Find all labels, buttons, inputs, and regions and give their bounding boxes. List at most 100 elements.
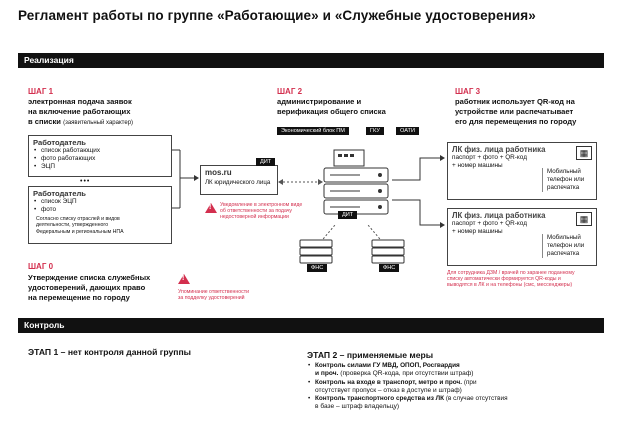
page-title: Регламент работы по группе «Работающие» … bbox=[18, 8, 536, 23]
step1-label: ШАГ 1 bbox=[28, 87, 54, 96]
lk-side-note: Мобильный телефон или распечатка bbox=[542, 168, 596, 192]
dzm-note: Для сотрудника ДЗМ / врачей по заранее п… bbox=[447, 270, 607, 289]
section-bar-realization: Реализация bbox=[18, 53, 604, 68]
employer-item: фото работающих bbox=[33, 155, 167, 163]
qr-code-icon: ▦ bbox=[576, 212, 592, 226]
step0-line: Утверждение списка служебных bbox=[28, 273, 151, 282]
arrow-head bbox=[440, 222, 445, 228]
measure-text: (в случае отсутствия bbox=[445, 395, 508, 403]
lk-side-line: телефон или bbox=[547, 176, 585, 183]
tag-oati: ОАТИ bbox=[396, 127, 419, 135]
employer-title: Работодатель bbox=[33, 138, 86, 147]
step2-description: администрирование и верификация общего с… bbox=[277, 97, 427, 117]
step2-line: администрирование и bbox=[277, 97, 362, 106]
lk-line: + номер машины bbox=[452, 162, 503, 169]
step3-label: ШАГ 3 bbox=[455, 87, 481, 96]
step0-line: удостоверений, дающих право bbox=[28, 283, 146, 292]
step1-line-small: (заявительный характер) bbox=[63, 120, 134, 126]
measure-continuation: и проч. (проверка QR-кода, при отсутстви… bbox=[307, 370, 607, 379]
arrow-head bbox=[194, 175, 199, 181]
lk-side-line: Мобильный bbox=[547, 234, 581, 241]
tag-economic-block: Экономический блок ПМ bbox=[277, 127, 349, 135]
section-label: Реализация bbox=[24, 55, 74, 65]
warning-note-2: Упоминание ответственности за подделку у… bbox=[178, 289, 288, 301]
measure-bold: Контроль силами ГУ МВД, ОПОП, Росгвардия bbox=[315, 362, 460, 369]
fns-server-icon bbox=[299, 239, 333, 264]
tag-gku: ГКУ bbox=[366, 127, 384, 135]
lk-line: + номер машины bbox=[452, 228, 503, 235]
lk-box-1: ЛК физ. лица работника паспорт + фото + … bbox=[447, 142, 597, 200]
etap2-title: ЭТАП 2 – применяемые меры bbox=[307, 350, 434, 360]
dzm-note-line: Для сотрудника ДЗМ / врачей по заранее п… bbox=[447, 270, 575, 276]
measure-bold: и проч. bbox=[315, 370, 339, 377]
measure-bold: Контроль транспортного средства из ЛК bbox=[315, 395, 445, 403]
measure-text: (при bbox=[463, 378, 477, 386]
lk-side-line: распечатка bbox=[547, 184, 580, 191]
mos-ru-subtitle: ЛК юридического лица bbox=[205, 179, 271, 186]
employer-title: Работодатель bbox=[33, 189, 86, 198]
step1-line: электронная подача заявок bbox=[28, 97, 132, 106]
employer-item: фото bbox=[33, 206, 167, 214]
step0-label: ШАГ 0 bbox=[28, 262, 54, 271]
lk-box-2: ЛК физ. лица работника паспорт + фото + … bbox=[447, 208, 597, 266]
fns-tag: ФНС bbox=[307, 264, 328, 272]
step3-line: его для перемещения по городу bbox=[455, 117, 577, 126]
step2-line: верификация общего списка bbox=[277, 107, 386, 116]
employer-box-2: Работодатель список ЭЦП фото Согласно сп… bbox=[28, 186, 172, 244]
measure-text: (проверка QR-кода, при отсутствии штраф) bbox=[340, 370, 474, 377]
dit-tag: ДИТ bbox=[338, 211, 358, 219]
connector-arrow bbox=[392, 157, 440, 181]
lk-side-line: Мобильный bbox=[547, 168, 581, 175]
step1-line-bold: в списки bbox=[28, 117, 61, 126]
employer-note: Согласно списку отраслей и видов деятель… bbox=[33, 216, 167, 235]
qr-code-icon: ▦ bbox=[576, 146, 592, 160]
step3-description: работник использует QR-код на устройстве… bbox=[455, 97, 615, 127]
employer-item: ЭЦП bbox=[33, 163, 167, 171]
lk-line: паспорт + фото + QR-код bbox=[452, 220, 527, 227]
section-label: Контроль bbox=[24, 320, 65, 330]
warning-line: Упоминание ответственности bbox=[178, 289, 249, 295]
step1-line: на включение работающих bbox=[28, 107, 131, 116]
arrow-head bbox=[318, 179, 323, 185]
server-icon bbox=[323, 149, 389, 215]
fns-tag: ФНС bbox=[379, 264, 400, 272]
warning-note-1: Уведомление в электронном виде об ответс… bbox=[220, 202, 330, 221]
lk-title: ЛК физ. лица работника bbox=[452, 145, 546, 154]
warning-icon: ! bbox=[205, 203, 217, 213]
fns-server-icon bbox=[371, 239, 405, 264]
measure-continuation: отсутствует пропуск – отказ в доступе и … bbox=[315, 386, 462, 394]
employer-item: список ЭЦП bbox=[33, 198, 167, 206]
step1-line: в списки (заявительный характер) bbox=[28, 117, 228, 128]
measure-bold: Контроль на входе в транспорт, метро и п… bbox=[315, 378, 463, 386]
section-bar-control: Контроль bbox=[18, 318, 604, 333]
step3-line: работник использует QR-код на bbox=[455, 97, 575, 106]
step0-line: на перемещение по городу bbox=[28, 293, 130, 302]
lk-line: паспорт + фото + QR-код bbox=[452, 154, 527, 161]
measure-item: Контроль транспортного средства из ЛК (в… bbox=[307, 395, 607, 403]
lk-title: ЛК физ. лица работника bbox=[452, 211, 546, 220]
employer-note-line: Согласно списку отраслей и видов bbox=[36, 216, 120, 222]
step1-description: электронная подача заявок на включение р… bbox=[28, 97, 228, 128]
step0-description: Утверждение списка служебных удостоверен… bbox=[28, 273, 193, 303]
warning-icon: ! bbox=[178, 274, 190, 284]
mos-ru-title: mos.ru bbox=[205, 168, 232, 177]
step3-line: устройстве или распечатывает bbox=[455, 107, 574, 116]
lk-side-line: распечатка bbox=[547, 250, 580, 257]
lk-side-note: Мобильный телефон или распечатка bbox=[542, 234, 596, 258]
employer-note-line: деятельности, утвержденного bbox=[36, 222, 109, 229]
mos-ru-box: mos.ru ЛК юридического лица bbox=[200, 165, 278, 195]
dzm-note-line: списку автоматически формируется QR-коды… bbox=[447, 276, 561, 283]
connector-arrow bbox=[392, 199, 440, 226]
more-dots: ••• bbox=[80, 178, 91, 185]
employer-item: список работающих bbox=[33, 147, 167, 155]
warning-line: за подделку удостоверений bbox=[178, 295, 245, 302]
dzm-note-line: выводятся в ЛК и на телефоны (смс, мессе… bbox=[447, 282, 573, 289]
arrow-head bbox=[440, 155, 445, 161]
lk-side-line: телефон или bbox=[547, 242, 585, 249]
employer-note-line: Федеральным и региональным НПА bbox=[36, 228, 124, 235]
measure-item: Контроль силами ГУ МВД, ОПОП, Росгвардия bbox=[307, 362, 607, 370]
step2-label: ШАГ 2 bbox=[277, 87, 303, 96]
warning-line: об ответственности за подачу bbox=[220, 208, 293, 215]
dit-tag: ДИТ bbox=[256, 158, 276, 166]
